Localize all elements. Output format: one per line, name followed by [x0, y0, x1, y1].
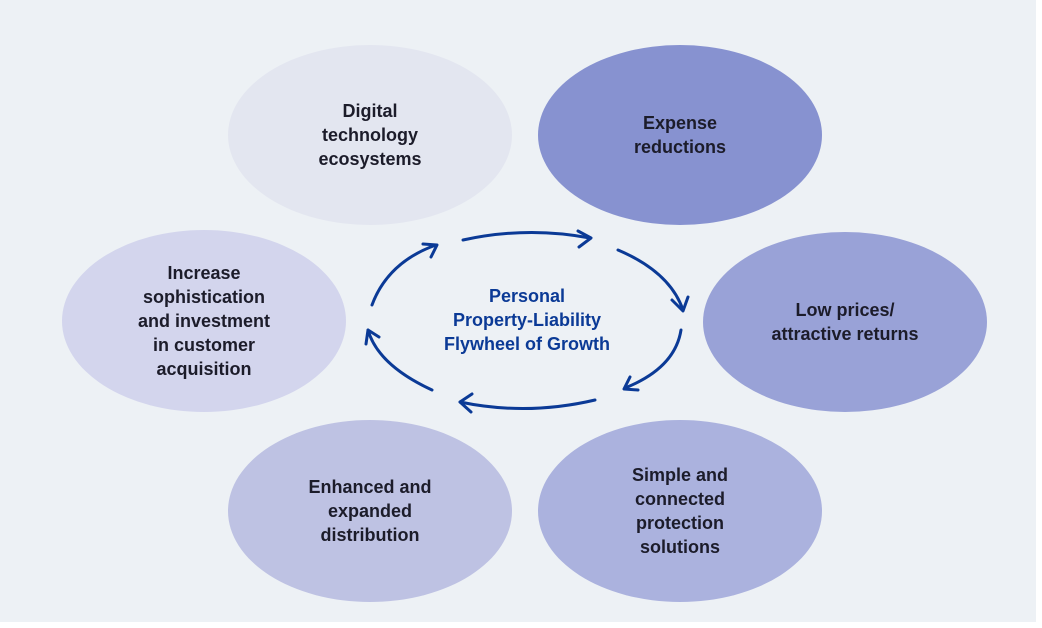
node-digital-technology: Digital technology ecosystems	[228, 45, 512, 225]
node-label: Digital technology ecosystems	[318, 101, 422, 169]
node-label: Increase sophistication and investment i…	[137, 263, 271, 379]
node-low-prices: Low prices/ attractive returns	[703, 232, 987, 412]
arrow-1	[461, 231, 592, 242]
node-label: Enhanced and expanded distribution	[308, 477, 432, 545]
node-enhanced-distribution: Enhanced and expanded distribution	[228, 420, 512, 602]
node-label: Simple and connected protection solution…	[631, 465, 729, 557]
node-customer-acquisition: Increase sophistication and investment i…	[62, 230, 346, 412]
arrow-3	[623, 328, 683, 390]
node-expense-reductions: Expense reductions	[538, 45, 822, 225]
node-label: Low prices/ attractive returns	[771, 300, 919, 344]
node-label: Expense reductions	[633, 113, 726, 157]
arrow-2	[616, 248, 685, 312]
flywheel-title: Personal Property-Liability Flywheel of …	[443, 286, 610, 354]
arrow-4	[458, 398, 597, 410]
node-simple-connected: Simple and connected protection solution…	[538, 420, 822, 602]
arrow-5	[366, 328, 434, 392]
arrow-6	[370, 243, 438, 307]
